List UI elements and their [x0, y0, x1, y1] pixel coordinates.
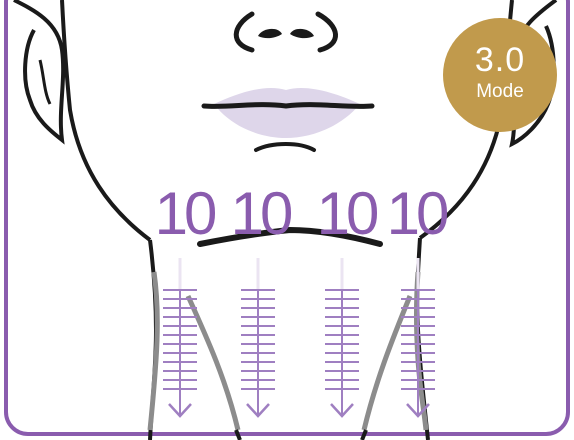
neck-muscle-right-end	[362, 430, 366, 440]
nose-right	[318, 14, 336, 50]
chin-crease	[256, 144, 314, 150]
mode-value: 3.0	[443, 42, 557, 78]
left-face-outline	[62, 0, 150, 240]
left-ear-inner	[40, 60, 50, 104]
down-arrow-icon	[401, 290, 435, 416]
down-arrow-icon	[241, 290, 275, 416]
count-label-3: 10	[306, 182, 386, 246]
count-label-4: 10	[376, 182, 456, 246]
nose-left	[236, 14, 252, 50]
guide-lines	[180, 258, 418, 290]
neck-muscle-left-end	[236, 430, 240, 440]
lip-line	[204, 105, 372, 107]
left-ear	[14, 0, 63, 140]
lips	[214, 88, 360, 138]
left-nostril	[258, 29, 282, 38]
count-label-1: 10	[144, 182, 224, 246]
right-nostril	[290, 29, 314, 38]
down-arrow-icon	[163, 290, 197, 416]
arrow-groups	[163, 290, 435, 416]
down-arrow-icon	[325, 290, 359, 416]
count-label-2: 10	[220, 182, 300, 246]
mode-badge: 3.0 Mode	[443, 18, 557, 132]
mode-label: Mode	[443, 82, 557, 102]
